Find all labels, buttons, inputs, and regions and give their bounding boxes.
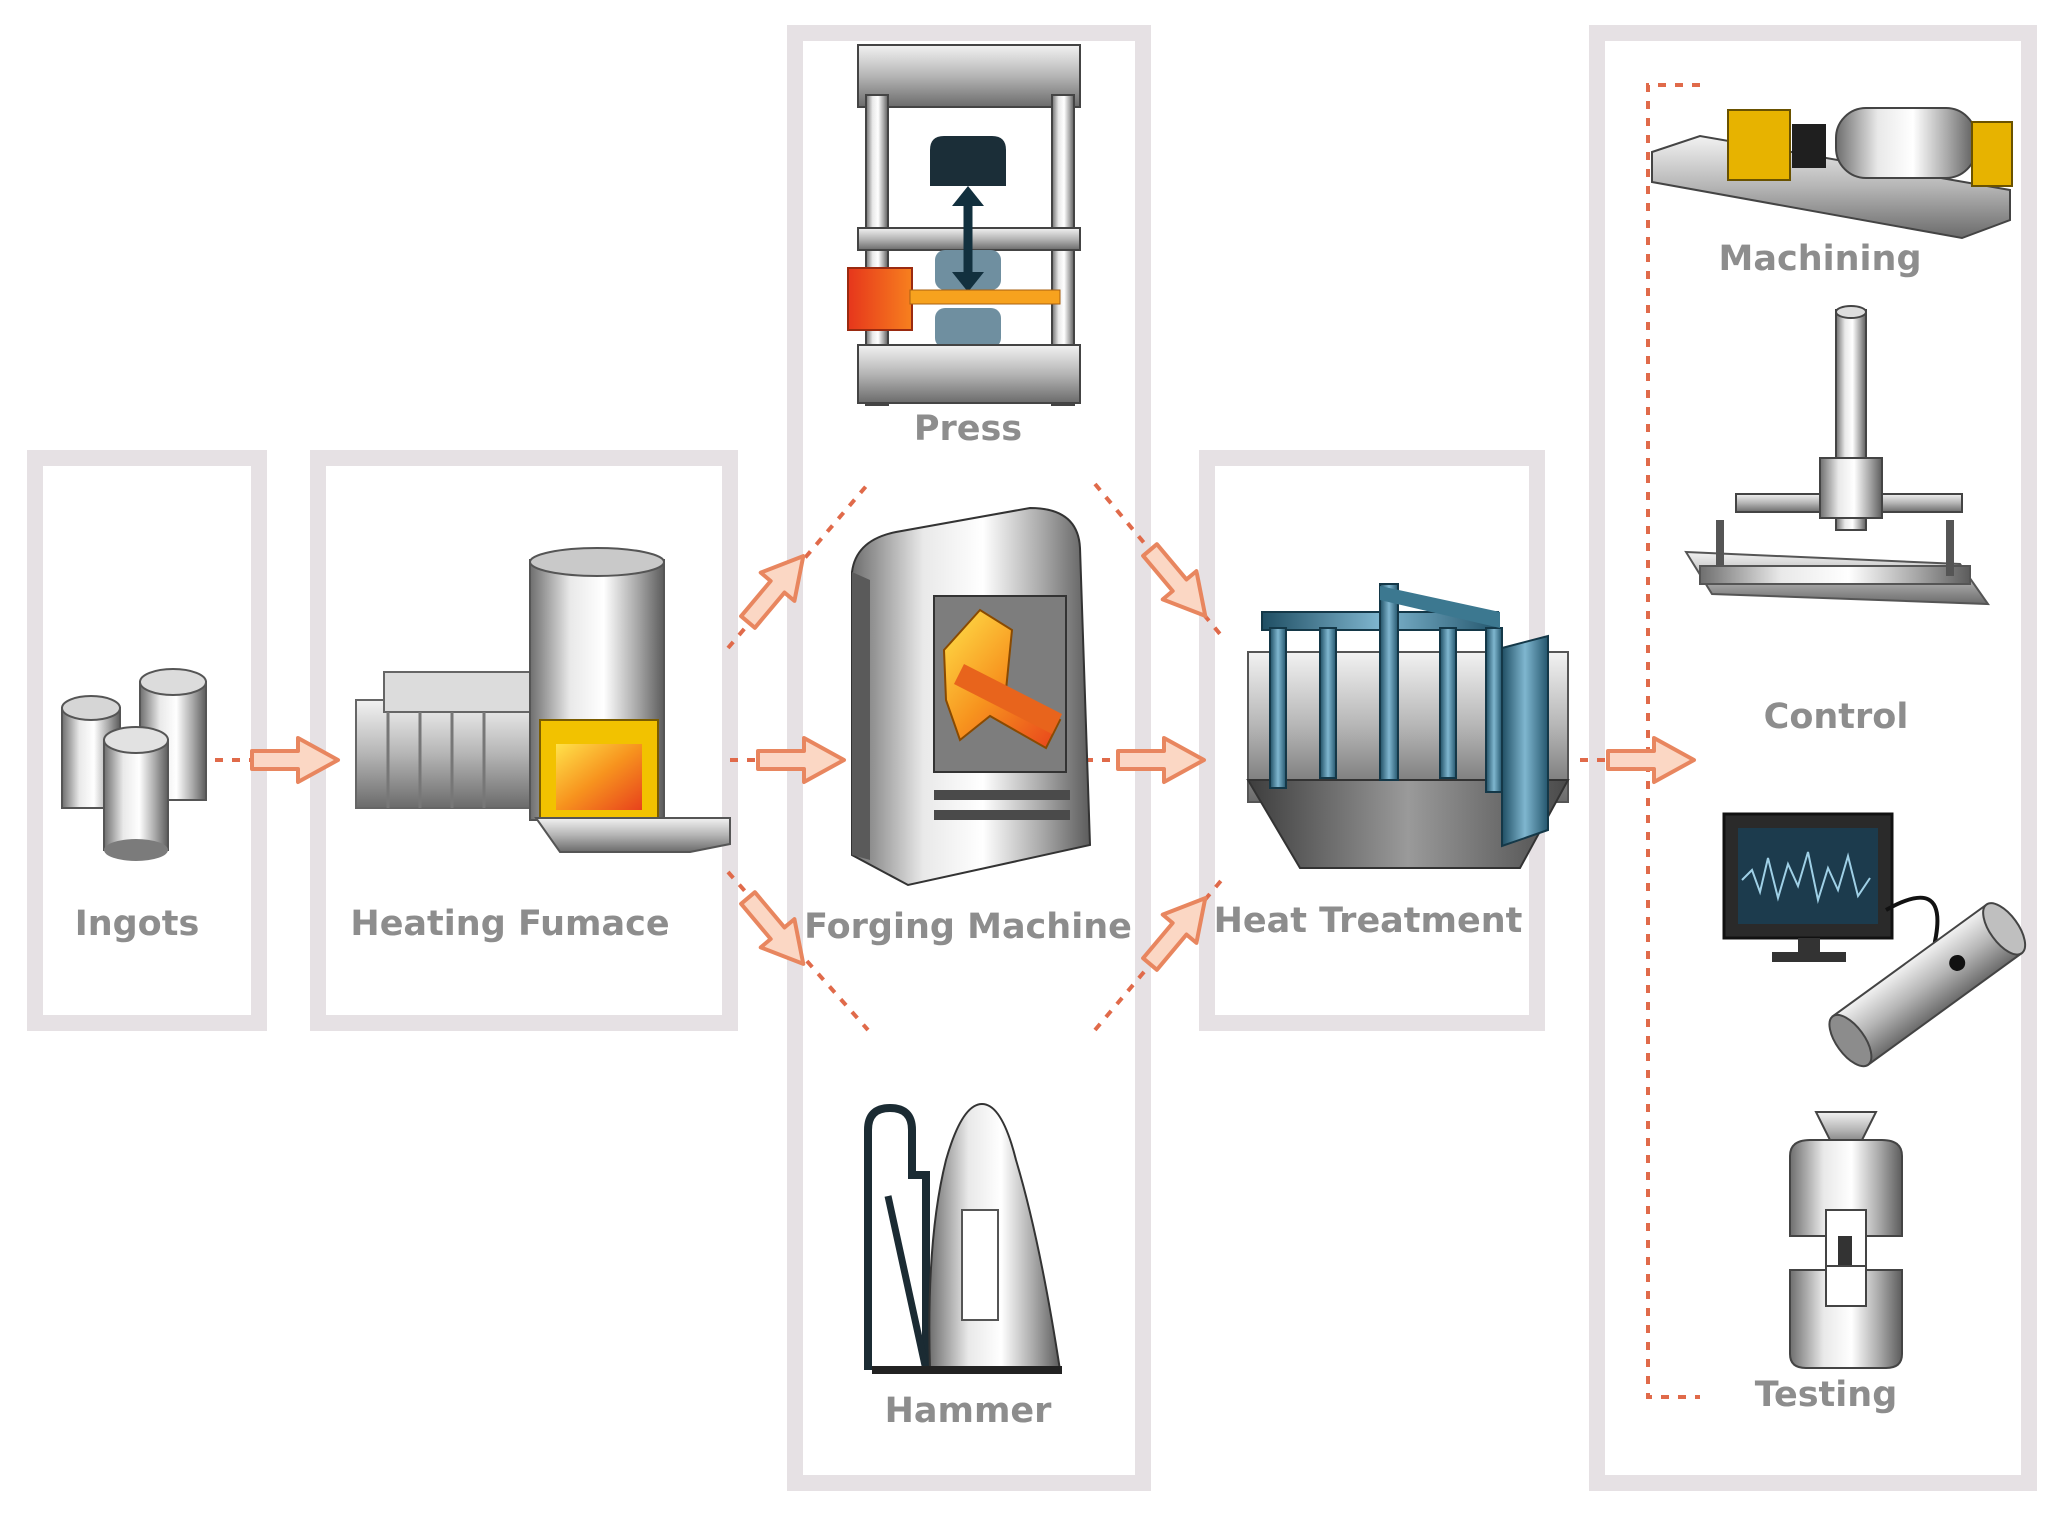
arrow-right-icon	[1116, 736, 1206, 784]
arrow-right-icon	[1606, 736, 1696, 784]
control-icon	[1684, 305, 1990, 606]
arrow-right-icon	[250, 736, 340, 784]
arrow-right-icon	[756, 736, 846, 784]
press-icon	[847, 44, 1081, 406]
heat-treatment-icon	[1246, 583, 1570, 869]
arrow-down-right-icon	[1141, 542, 1208, 618]
heat-treatment-label: Heat Treatment	[1214, 901, 1523, 941]
press-label: Press	[914, 409, 1022, 449]
arrow-up-right-icon	[739, 554, 806, 630]
stage-labels: Ingots Heating Fumace Press Forging Mach…	[75, 239, 1922, 1431]
testing-label: Testing	[1755, 1375, 1898, 1415]
ingots-icon	[61, 668, 207, 861]
arrow-down-right-icon	[739, 890, 806, 966]
ingots-label: Ingots	[75, 904, 200, 944]
heating-furnace-label: Heating Fumace	[350, 904, 669, 944]
flow-arrows	[250, 542, 1696, 972]
control-label: Control	[1764, 697, 1909, 737]
hammer-icon	[864, 1102, 1062, 1374]
arrow-up-right-icon	[1141, 896, 1208, 972]
tensile-tester-icon	[1789, 1111, 1903, 1369]
monitor-pipe-icon	[1722, 812, 2027, 1068]
hammer-label: Hammer	[885, 1391, 1053, 1431]
heating-furnace-frame	[310, 450, 738, 1031]
forging-machine-icon	[851, 506, 1092, 887]
forging-machine-label: Forging Machine	[804, 907, 1132, 947]
machining-icon	[1651, 107, 2013, 240]
machining-label: Machining	[1719, 239, 1922, 279]
heating-furnace-icon	[355, 547, 731, 853]
ingots-frame	[27, 450, 267, 1031]
